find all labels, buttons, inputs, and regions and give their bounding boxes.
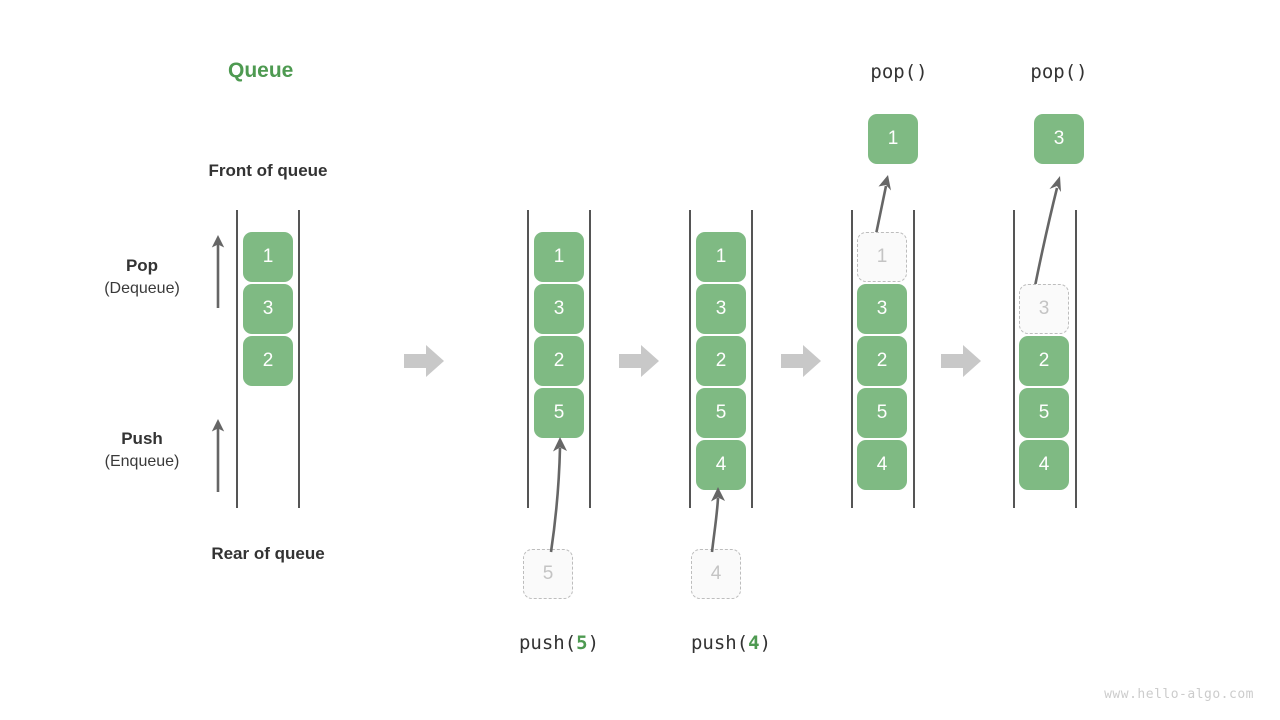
queue-box: 4: [696, 440, 746, 490]
queue-box: 2: [1019, 336, 1069, 386]
queue-box: 1: [534, 232, 584, 282]
transition-arrow-icon: [781, 345, 821, 377]
step-caption-pop-1: pop(): [870, 61, 928, 83]
caption-prefix: push(: [690, 632, 749, 654]
queue-box: 1: [243, 232, 293, 282]
queue-box: 1: [696, 232, 746, 282]
caption-suffix: ): [759, 632, 772, 654]
queue-box: 5: [1019, 388, 1069, 438]
popped-box: 3: [1034, 114, 1084, 164]
incoming-ghost-box: 5: [523, 549, 573, 599]
pop-dequeue-label: Pop (Dequeue): [57, 255, 227, 301]
queue-box: 3: [857, 284, 907, 334]
step-caption-push-4: push(4): [651, 632, 811, 654]
push-label-sub: (Enqueue): [104, 453, 180, 470]
queue-box: 4: [1019, 440, 1069, 490]
push-label-main: Push: [121, 429, 163, 448]
push-insert-arrow: [549, 437, 567, 553]
popped-box: 1: [868, 114, 918, 164]
queue-rail-right-4: [1075, 210, 1077, 508]
queue-box: 4: [857, 440, 907, 490]
queue-box: 3: [696, 284, 746, 334]
diagram-title: Queue: [228, 59, 294, 82]
transition-arrow-icon: [404, 345, 444, 377]
transition-arrow-icon: [619, 345, 659, 377]
queue-rail-left-0: [236, 210, 238, 508]
incoming-ghost-box: 4: [691, 549, 741, 599]
front-of-queue-label: Front of queue: [208, 161, 328, 180]
pop-label-sub: (Dequeue): [104, 280, 180, 297]
pop-label-main: Pop: [125, 256, 159, 275]
caption-suffix: ): [587, 632, 600, 654]
queue-box: 3: [243, 284, 293, 334]
push-insert-arrow: [710, 487, 725, 553]
queue-box: 5: [857, 388, 907, 438]
queue-ghost-box: 1: [857, 232, 907, 282]
queue-rail-right-1: [589, 210, 591, 508]
queue-box: 2: [857, 336, 907, 386]
queue-box: 3: [534, 284, 584, 334]
queue-box: 2: [243, 336, 293, 386]
caption-arg: 4: [748, 632, 760, 654]
queue-box: 2: [696, 336, 746, 386]
queue-rail-left-3: [851, 210, 853, 508]
queue-rail-right-2: [751, 210, 753, 508]
caption-arg: 5: [576, 632, 588, 654]
queue-rail-right-0: [298, 210, 300, 508]
push-enqueue-label: Push (Enqueue): [57, 428, 227, 474]
caption-prefix: push(: [518, 632, 577, 654]
queue-rail-right-3: [913, 210, 915, 508]
queue-box: 2: [534, 336, 584, 386]
pop-direction-arrow: [211, 235, 225, 308]
watermark: www.hello-algo.com: [1104, 687, 1254, 702]
rear-of-queue-label: Rear of queue: [211, 544, 325, 563]
queue-ghost-box: 3: [1019, 284, 1069, 334]
transition-arrow-icon: [941, 345, 981, 377]
queue-rail-left-1: [527, 210, 529, 508]
queue-box: 5: [534, 388, 584, 438]
push-direction-arrow: [211, 419, 225, 492]
queue-rail-left-4: [1013, 210, 1015, 508]
queue-box: 5: [696, 388, 746, 438]
queue-rail-left-2: [689, 210, 691, 508]
step-caption-push-5: push(5): [479, 632, 639, 654]
step-caption-pop-3: pop(): [1030, 61, 1088, 83]
